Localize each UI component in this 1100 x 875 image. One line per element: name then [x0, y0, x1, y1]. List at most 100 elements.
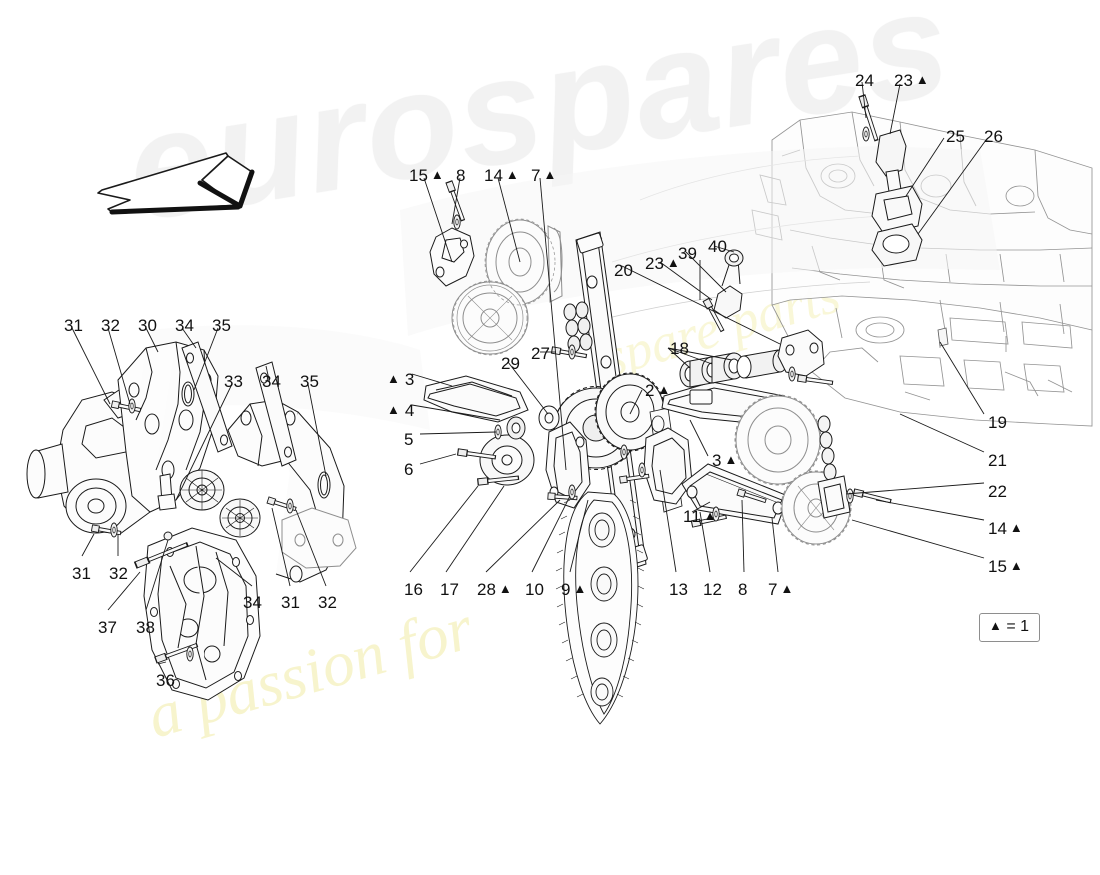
- callout-number: 27: [531, 344, 550, 363]
- callout-14: 14▲: [484, 167, 519, 184]
- quantity-triangle-icon: ▲: [505, 167, 519, 182]
- direction-arrow-shape: [97, 152, 255, 215]
- legend-equals: =: [1006, 618, 1016, 635]
- callout-31: 31: [64, 317, 83, 334]
- callout-35: 35: [212, 317, 231, 334]
- callout-30: 30: [138, 317, 157, 334]
- callout-number: 5: [404, 430, 414, 449]
- callout-17: 17: [440, 581, 459, 598]
- callout-34: 34: [262, 373, 281, 390]
- callout-37: 37: [98, 619, 117, 636]
- callout-39: 39: [678, 245, 697, 262]
- callout-38: 38: [136, 619, 155, 636]
- callout-7: 7▲: [768, 581, 793, 598]
- callout-number: 7: [768, 580, 778, 599]
- parts-diagram-canvas: eurospares a passion for spare parts: [26, 0, 1093, 752]
- callout-15: 15▲: [988, 558, 1023, 575]
- callout-32: 32: [101, 317, 120, 334]
- callout-number: 34: [243, 593, 262, 612]
- callout-number: 23: [645, 254, 664, 273]
- callout-number: 4: [404, 401, 415, 420]
- callout-8: 8: [738, 581, 747, 598]
- quantity-triangle-icon: ▲: [780, 581, 794, 596]
- quantity-triangle-icon: ▲: [387, 371, 400, 386]
- quantity-triangle-icon: ▲: [666, 255, 680, 270]
- callout-number: 33: [224, 372, 243, 391]
- callout-27: 27: [531, 345, 550, 362]
- callout-number: 31: [64, 316, 83, 335]
- callout-34: 34: [175, 317, 194, 334]
- callout-number: 30: [138, 316, 157, 335]
- callout-31: 31: [281, 594, 300, 611]
- callout-number: 34: [175, 316, 194, 335]
- callout-10: 10: [525, 581, 544, 598]
- quantity-triangle-icon: ▲: [657, 382, 671, 397]
- callout-18: 18: [670, 340, 689, 357]
- callout-number: 7: [531, 166, 541, 185]
- callout-29: 29: [501, 355, 520, 372]
- callout-number: 18: [670, 339, 689, 358]
- callout-25: 25: [946, 128, 965, 145]
- callout-21: 21: [988, 452, 1007, 469]
- callout-35: 35: [300, 373, 319, 390]
- legend-triangle-icon: ▲: [989, 618, 1002, 633]
- callout-2: 2▲: [645, 382, 670, 399]
- callout-32: 32: [109, 565, 128, 582]
- quantity-triangle-icon: ▲: [915, 72, 929, 87]
- callout-number: 32: [109, 564, 128, 583]
- callout-16: 16: [404, 581, 423, 598]
- callout-number: 32: [101, 316, 120, 335]
- callout-34: 34: [243, 594, 262, 611]
- callout-32: 32: [318, 594, 337, 611]
- diagram-artwork: [26, 81, 1093, 725]
- callout-number: 3: [404, 370, 415, 389]
- quantity-triangle-icon: ▲: [1009, 558, 1023, 573]
- callout-number: 12: [703, 580, 722, 599]
- legend-quantity: 1: [1020, 618, 1030, 635]
- callout-number: 20: [614, 261, 633, 280]
- callout-number: 37: [98, 618, 117, 637]
- quantity-triangle-icon: ▲: [543, 167, 557, 182]
- callout-number: 38: [136, 618, 155, 637]
- quantity-triangle-icon: ▲: [724, 452, 738, 467]
- callout-23: 23▲: [894, 72, 929, 89]
- callout-4: ▲4: [387, 402, 414, 419]
- callout-number: 2: [645, 381, 655, 400]
- callout-12: 12: [703, 581, 722, 598]
- callout-number: 21: [988, 451, 1007, 470]
- callout-number: 15: [409, 166, 428, 185]
- callout-number: 3: [712, 451, 722, 470]
- callout-number: 29: [501, 354, 520, 373]
- quantity-triangle-icon: ▲: [573, 581, 587, 596]
- callout-28: 28▲: [477, 581, 512, 598]
- callout-number: 26: [984, 127, 1003, 146]
- callout-31: 31: [72, 565, 91, 582]
- callout-number: 35: [300, 372, 319, 391]
- callout-9: 9▲: [561, 581, 586, 598]
- callout-22: 22: [988, 483, 1007, 500]
- quantity-triangle-icon: ▲: [387, 402, 400, 417]
- callout-number: 17: [440, 580, 459, 599]
- callout-8: 8: [456, 167, 465, 184]
- callout-number: 22: [988, 482, 1007, 501]
- callout-number: 28: [477, 580, 496, 599]
- legend-box: ▲ = 1: [979, 613, 1041, 642]
- callout-number: 8: [738, 580, 748, 599]
- callout-number: 32: [318, 593, 337, 612]
- callout-number: 15: [988, 557, 1007, 576]
- callout-number: 24: [855, 71, 874, 90]
- callout-6: 6: [404, 461, 413, 478]
- callout-7: 7▲: [531, 167, 556, 184]
- callout-number: 6: [404, 460, 414, 479]
- callout-number: 25: [946, 127, 965, 146]
- callout-3: 3▲: [712, 452, 737, 469]
- callout-number: 31: [72, 564, 91, 583]
- callout-number: 36: [156, 671, 175, 690]
- callout-number: 9: [561, 580, 571, 599]
- callout-number: 13: [669, 580, 688, 599]
- callout-number: 31: [281, 593, 300, 612]
- callout-number: 19: [988, 413, 1007, 432]
- quantity-triangle-icon: ▲: [703, 508, 717, 523]
- quantity-triangle-icon: ▲: [498, 581, 512, 596]
- callout-5: 5: [404, 431, 413, 448]
